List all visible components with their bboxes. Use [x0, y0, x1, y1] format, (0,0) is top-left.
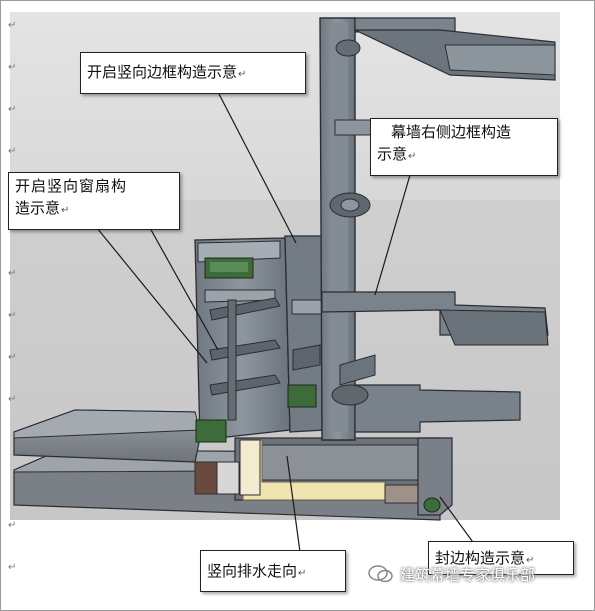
callout-text: 幕墙右侧边框构造	[391, 123, 512, 141]
callout-text: 竖向排水走向	[207, 562, 298, 580]
paragraph-mark: ↵	[8, 352, 17, 363]
watermark-text: 建筑幕墙专家俱乐部	[400, 565, 536, 584]
callout-open-mullion-frame: 开启竖向边框构造示意↵	[80, 52, 306, 94]
callout-drainage-direction: 竖向排水走向↵	[200, 550, 346, 592]
wechat-icon	[368, 565, 393, 583]
edge-closure-profile	[417, 437, 453, 516]
callout-text: 开启竖向边框构造示意	[87, 63, 238, 81]
paragraph-mark: ↵	[8, 104, 17, 115]
callout-text: 封边构造示意	[435, 549, 526, 567]
paragraph-mark: ↵	[8, 268, 17, 279]
paragraph-mark: ↵	[8, 310, 17, 321]
callout-open-sash-frame: 开启竖向窗扇构 造示意↵	[8, 172, 180, 230]
callout-right-side-frame: 幕墙右侧边框构造 示意↵	[370, 118, 558, 176]
paragraph-mark: ↵	[8, 146, 17, 157]
paragraph-mark: ↵	[8, 62, 17, 73]
lower-right-arm	[354, 384, 521, 433]
paragraph-mark: ↵	[8, 394, 17, 405]
callout-text: 造示意	[15, 199, 61, 217]
paragraph-mark: ↵	[8, 520, 17, 531]
callout-edge-closure: 封边构造示意↵	[428, 541, 574, 575]
callout-text: 示意	[377, 145, 408, 163]
leader-lines	[96, 91, 476, 553]
paragraph-mark: ↵	[8, 562, 17, 573]
insulation-strip	[242, 439, 386, 501]
callout-text: 开启竖向窗扇构	[15, 177, 128, 195]
watermark: 建筑幕墙专家俱乐部	[368, 561, 535, 587]
paragraph-mark: ↵	[8, 20, 17, 31]
